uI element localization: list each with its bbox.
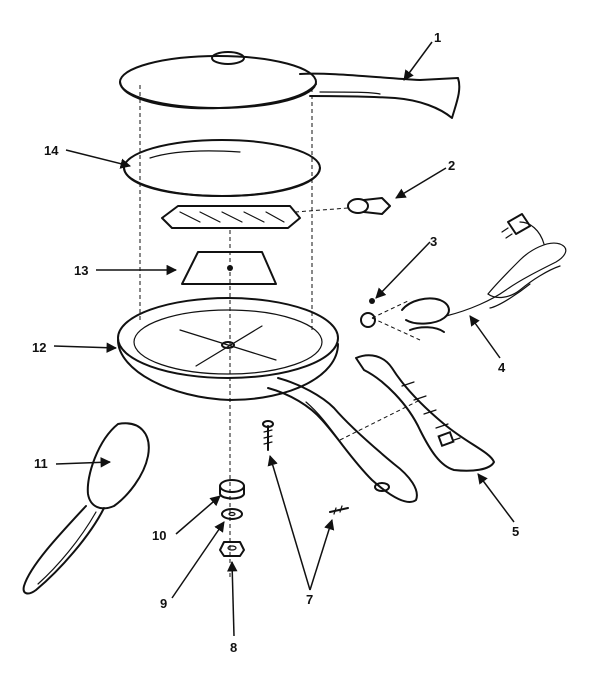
callout-12: 12: [32, 340, 46, 355]
callout-10: 10: [152, 528, 166, 543]
screws-part-7: [262, 420, 349, 515]
foot-part-10: [219, 479, 245, 500]
callout-5: 5: [512, 524, 519, 539]
spatula-part-11: [22, 422, 150, 595]
skillet-base-part-12: [117, 297, 418, 503]
callout-1: 1: [434, 30, 441, 45]
callout-13: 13: [74, 263, 88, 278]
nut-part-8: [219, 541, 245, 557]
callout-7: 7: [306, 592, 313, 607]
washer-part-9: [221, 508, 243, 520]
power-cord-part-4: [401, 213, 567, 333]
callout-9: 9: [160, 596, 167, 611]
callout-numbers: 1 2 3 4 5 7 8 9 10 11 12 13 14: [32, 30, 519, 655]
probe-connector-part-2: [347, 197, 391, 215]
callout-4: 4: [498, 360, 506, 375]
control-handle-part-5: [355, 354, 495, 472]
knob-part-3: [360, 298, 376, 328]
callout-2: 2: [448, 158, 455, 173]
callout-leaders: [53, 41, 515, 637]
lid-part-1: [119, 51, 461, 119]
alignment-guides: [139, 85, 421, 580]
callout-8: 8: [230, 640, 237, 655]
callout-3: 3: [430, 234, 437, 249]
plate-part-14: [123, 139, 321, 197]
callout-14: 14: [44, 143, 59, 158]
spacer-plate-part-13: [181, 251, 277, 285]
callout-11: 11: [34, 456, 48, 471]
heating-element: [161, 205, 301, 229]
